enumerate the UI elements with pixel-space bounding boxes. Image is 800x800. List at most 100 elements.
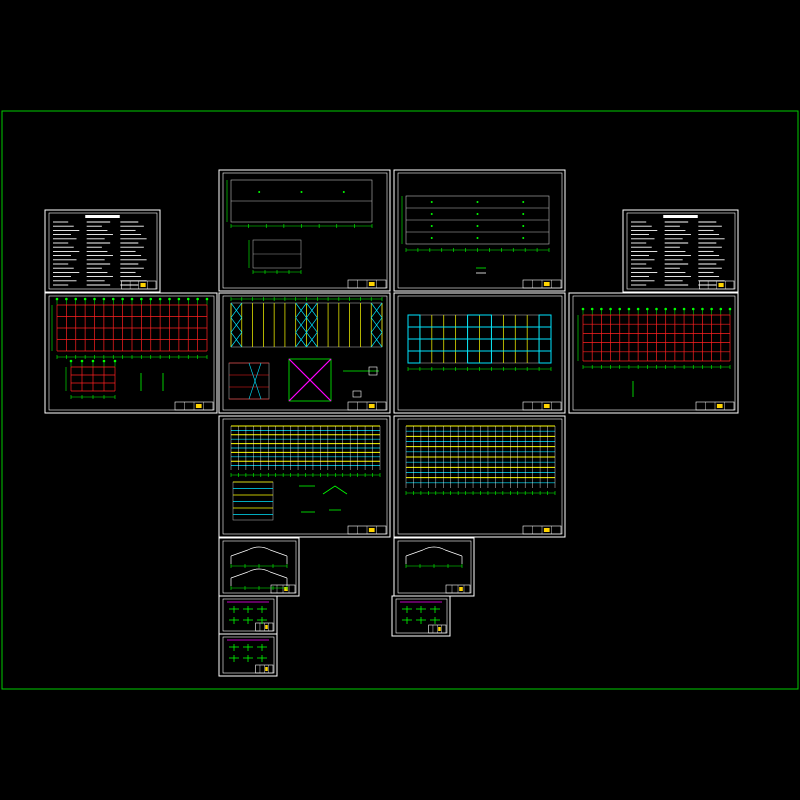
sheet-border: [218, 169, 391, 292]
sheet-details-small-2[interactable]: [218, 633, 278, 677]
cross-brace: [295, 332, 307, 348]
model-space-border: [1, 110, 799, 690]
sheet-inner-border: [397, 540, 472, 594]
title-stamp: [716, 404, 723, 408]
elevation-marker: [430, 225, 433, 227]
title-stamp: [543, 528, 550, 532]
sheet-truss-detail-1[interactable]: [218, 415, 391, 538]
elevation-marker: [522, 201, 525, 203]
elevation-marker: [476, 201, 479, 203]
axis-bubble: [55, 297, 59, 301]
elevation-marker: [300, 191, 303, 193]
title-stamp: [543, 404, 550, 408]
notes-heading: [663, 215, 698, 218]
elevation-marker: [430, 213, 433, 215]
axis-bubble: [609, 307, 612, 311]
sheet-column-brace-plan[interactable]: [218, 292, 391, 414]
sheet-inner-border: [222, 418, 388, 535]
axis-bubble: [636, 307, 640, 311]
axis-bubble: [91, 359, 95, 363]
sheet-inner-border: [222, 295, 388, 411]
title-stamp: [140, 283, 146, 287]
roof-brace-bay: [407, 314, 421, 364]
axis-bubble: [149, 297, 153, 301]
cross-brace: [306, 317, 318, 333]
title-stamp: [368, 404, 375, 408]
connection-plate: [368, 366, 378, 376]
axis-bubble: [65, 297, 68, 301]
cross-brace: [306, 332, 318, 348]
axis-bubble: [600, 307, 603, 311]
axis-bubble: [590, 307, 594, 311]
axis-bubble: [102, 359, 106, 363]
cross-brace: [370, 302, 383, 318]
elevation-marker: [522, 237, 525, 239]
title-stamp: [265, 625, 268, 629]
sheet-inner-border: [397, 172, 563, 289]
axis-bubble: [130, 297, 134, 301]
notes-heading: [85, 215, 120, 218]
sheet-border: [218, 415, 391, 538]
roof-brace-bay: [467, 314, 492, 364]
axis-bubble: [102, 297, 106, 301]
sheet-inner-border: [48, 212, 158, 290]
axis-bubble: [646, 307, 649, 311]
axis-bubble: [728, 307, 732, 311]
cross-brace: [295, 317, 307, 333]
title-stamp: [459, 587, 463, 591]
sheet-border: [393, 169, 566, 292]
sheet-truss-detail-2[interactable]: [393, 415, 566, 538]
sheet-foundation-plan-1[interactable]: [44, 292, 218, 414]
sheet-inner-border: [395, 598, 448, 634]
title-stamp: [368, 528, 375, 532]
axis-bubble: [655, 307, 658, 311]
sheet-border: [218, 292, 391, 414]
title-stamp: [438, 627, 441, 631]
sheet-inner-border: [397, 418, 563, 535]
title-stamp: [265, 667, 268, 671]
sheet-inner-border: [222, 636, 275, 674]
axis-bubble: [158, 297, 162, 301]
sheet-inner-border: [626, 212, 736, 290]
sheet-elevation-top-1[interactable]: [218, 169, 391, 292]
sheet-foundation-plan-2[interactable]: [568, 292, 739, 414]
roof-brace-bay: [538, 314, 552, 364]
elevation-marker: [476, 213, 479, 215]
cross-brace: [230, 332, 243, 348]
axis-bubble: [83, 297, 87, 301]
cross-brace: [306, 302, 318, 318]
axis-bubble: [205, 297, 209, 301]
sheet-border: [393, 415, 566, 538]
sheet-inner-border: [397, 295, 563, 411]
sheet-details-small-3[interactable]: [391, 595, 451, 637]
sheet-inner-border: [48, 295, 215, 411]
cross-brace: [370, 332, 383, 348]
elevation-marker: [342, 191, 345, 193]
axis-bubble: [682, 307, 686, 311]
cross-brace: [230, 302, 243, 318]
title-stamp: [368, 282, 375, 286]
sheet-notes-right[interactable]: [622, 209, 739, 293]
cross-brace: [370, 317, 383, 333]
sheet-details-small-1[interactable]: [218, 595, 278, 635]
sheet-roof-purlin-plan[interactable]: [393, 292, 566, 414]
sheet-inner-border: [222, 598, 275, 632]
sheet-inner-border: [572, 295, 736, 411]
sheet-notes-left[interactable]: [44, 209, 161, 293]
sheet-elevation-top-2[interactable]: [393, 169, 566, 292]
axis-bubble: [701, 307, 704, 311]
portal-frame-rafter: [230, 568, 288, 579]
axis-bubble: [673, 307, 677, 311]
sheet-gable-frame-2[interactable]: [393, 537, 475, 597]
gusset-diagonal: [288, 358, 332, 402]
axis-bubble: [121, 297, 124, 301]
axis-bubble: [140, 297, 143, 301]
axis-bubble: [710, 307, 713, 311]
sheet-gable-frame-1[interactable]: [218, 537, 300, 597]
axis-bubble: [74, 297, 78, 301]
axis-bubble: [93, 297, 96, 301]
axis-bubble: [69, 359, 73, 363]
elevation-marker: [522, 225, 525, 227]
elevation-marker: [522, 213, 525, 215]
